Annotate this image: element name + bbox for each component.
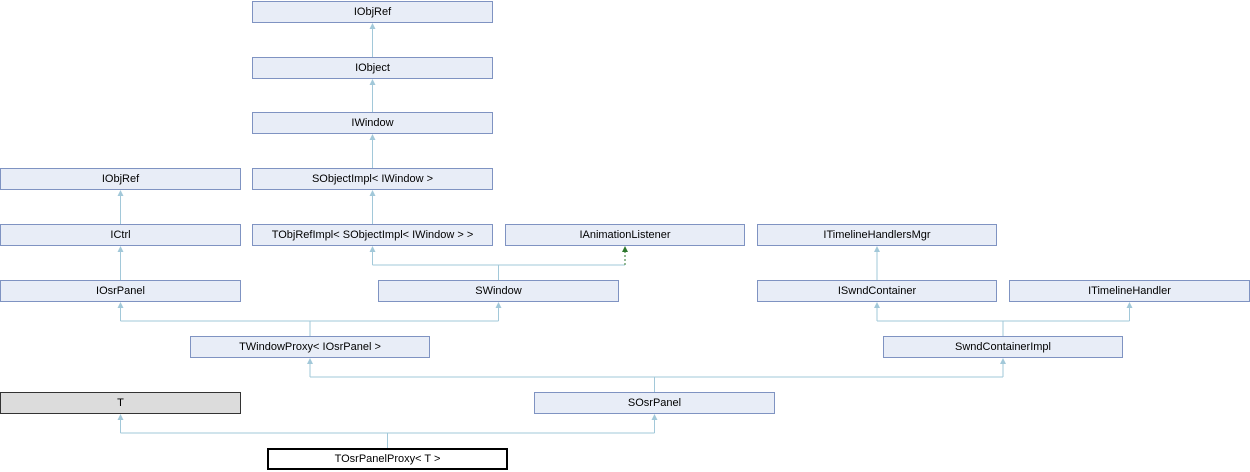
class-node-iobject[interactable]: IObject <box>252 57 493 79</box>
class-node-itimelinehandler[interactable]: ITimelineHandler <box>1009 280 1250 302</box>
class-node-iosrpanel[interactable]: IOsrPanel <box>0 280 241 302</box>
inheritance-edges-from-ictrl <box>117 190 124 224</box>
class-node-swndcontainerimpl[interactable]: SwndContainerImpl <box>883 336 1123 358</box>
class-node-iobjref-top[interactable]: IObjRef <box>252 1 493 23</box>
inheritance-edges-from-iosrpanel <box>117 246 124 280</box>
class-node-twindowproxy[interactable]: TWindowProxy< IOsrPanel > <box>190 336 430 358</box>
inheritance-edges-from-sobjectimpl <box>369 134 376 168</box>
class-node-iobjref-left[interactable]: IObjRef <box>0 168 241 190</box>
inheritance-edges-from-iwindow <box>369 79 376 112</box>
inheritance-edges-from-swndcontainerimpl <box>874 302 1133 336</box>
inheritance-edges-from-tosrpanelproxy <box>117 414 658 448</box>
class-node-tobjrefimpl[interactable]: TObjRefImpl< SObjectImpl< IWindow > > <box>252 224 493 246</box>
class-node-tosrpanelproxy: TOsrPanelProxy< T > <box>267 448 508 470</box>
class-node-t: T <box>0 392 241 414</box>
inheritance-edges-from-iswndcontainer <box>874 246 880 280</box>
class-node-sobjectimpl[interactable]: SObjectImpl< IWindow > <box>252 168 493 190</box>
class-node-iswndcontainer[interactable]: ISwndContainer <box>757 280 997 302</box>
class-node-iwindow[interactable]: IWindow <box>252 112 493 134</box>
inheritance-edges-from-sosrpanel <box>307 358 1006 392</box>
inheritance-edges-from-twindowproxy <box>117 302 502 336</box>
inheritance-edges-from-iobject <box>369 23 376 57</box>
class-node-ictrl[interactable]: ICtrl <box>0 224 241 246</box>
inheritance-edges-from-tobjrefimpl <box>369 190 376 224</box>
class-node-ianimationlistener[interactable]: IAnimationListener <box>505 224 745 246</box>
inheritance-edges-from-swindow <box>369 246 628 280</box>
class-node-itimelinehandlersmgr[interactable]: ITimelineHandlersMgr <box>757 224 997 246</box>
class-node-sosrpanel[interactable]: SOsrPanel <box>534 392 775 414</box>
class-node-swindow[interactable]: SWindow <box>378 280 619 302</box>
